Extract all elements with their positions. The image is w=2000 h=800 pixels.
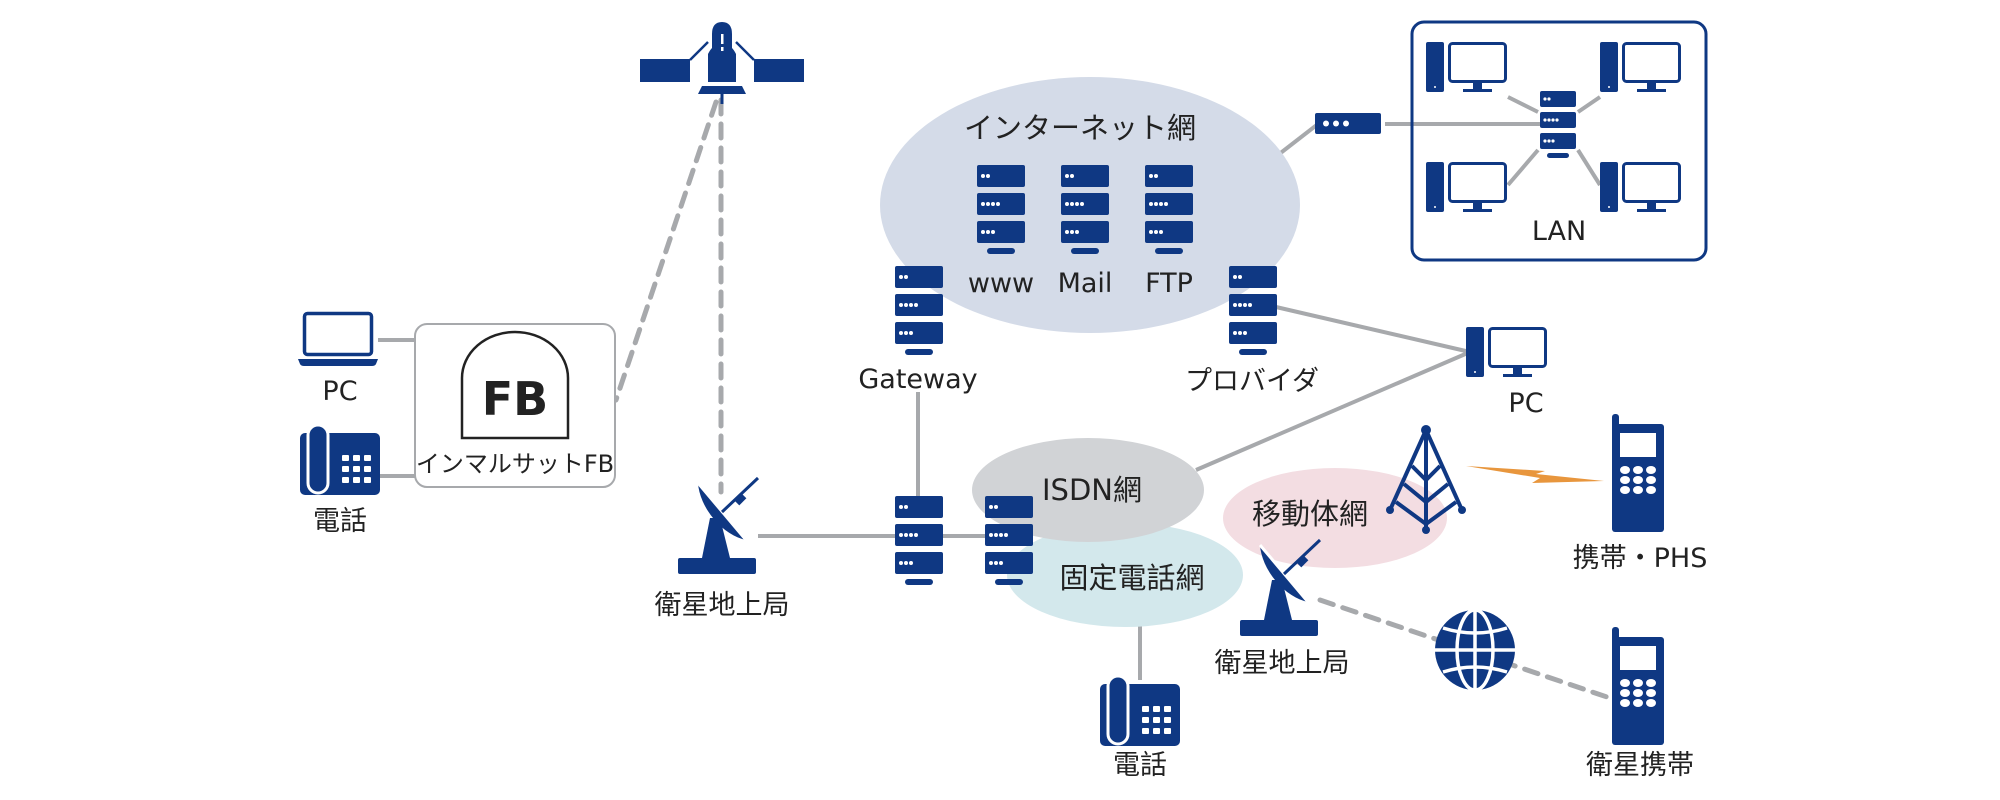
dashed-sat-fb	[613, 99, 719, 403]
radio-tower-icon	[1386, 425, 1466, 534]
line-provider-pc	[1275, 305, 1471, 354]
provider-label: プロバイダ	[1185, 366, 1319, 397]
ground-station-right-label: 衛星地上局	[1214, 648, 1350, 679]
fb-terminal-icon	[460, 330, 570, 440]
mobile-phs-label: 携帯・PHS	[1572, 543, 1708, 574]
mobile-network-cloud	[1223, 468, 1447, 568]
lan-desktop-icon-1	[1424, 40, 1507, 94]
pc-right-label: PC	[1508, 388, 1544, 419]
desktop-pc-icon	[1464, 325, 1547, 379]
line-lan-3	[1506, 148, 1540, 187]
internet-network-label: インターネット網	[963, 111, 1197, 145]
mail-label: Mail	[1057, 268, 1113, 299]
inmarsat-fb-label: インマルサットFB	[415, 450, 615, 478]
fixed-phone-network-label: 固定電話網	[1059, 561, 1205, 595]
gateway-server-icon	[895, 266, 943, 355]
pc-laptop-label: PC	[322, 376, 358, 407]
gateway-label: Gateway	[858, 364, 978, 395]
ground-station-left-label: 衛星地上局	[654, 590, 790, 621]
mobile-network-label: 移動体網	[1251, 497, 1369, 531]
desk-phone-icon	[298, 423, 382, 497]
www-server-icon	[977, 165, 1025, 254]
line-internet-router	[1276, 122, 1320, 157]
laptop-icon	[298, 311, 378, 366]
www-label: www	[967, 268, 1035, 299]
satellite-phone-icon	[1612, 627, 1664, 745]
lan-desktop-icon-2	[1598, 40, 1681, 94]
satellite-icon	[640, 22, 804, 104]
fixed-phone-network-cloud	[1007, 523, 1243, 627]
fb-badge: FB	[481, 372, 549, 426]
ftp-label: FTP	[1145, 268, 1193, 299]
satellite-phone-label: 衛星携帯	[1586, 750, 1694, 781]
lan-box	[1410, 20, 1708, 262]
ftp-server-icon	[1145, 165, 1193, 254]
exchange-server-icon-1	[895, 496, 943, 585]
router-icon	[1315, 113, 1381, 134]
line-isdn-pc	[1195, 350, 1471, 472]
line-lan-4	[1576, 148, 1602, 187]
provider-server-icon	[1229, 266, 1277, 355]
lan-label: LAN	[1531, 216, 1587, 247]
satellite-dish-icon-left	[676, 476, 760, 576]
lightning-bolt-icon	[1466, 466, 1604, 483]
phone-left-label: 電話	[313, 506, 367, 537]
exchange-server-icon-2	[985, 496, 1033, 585]
line-lan-1	[1507, 95, 1539, 114]
phone-bottom-label: 電話	[1113, 750, 1167, 781]
connection-lines	[378, 95, 1602, 680]
lan-desktop-icon-3	[1424, 160, 1507, 214]
globe-icon	[1435, 608, 1515, 692]
mail-server-icon	[1061, 165, 1109, 254]
lan-server-icon	[1540, 91, 1576, 158]
line-lan-2	[1576, 95, 1602, 114]
lan-desktop-icon-4	[1598, 160, 1681, 214]
mobile-phone-icon	[1612, 414, 1664, 532]
desk-phone-icon-bottom	[1098, 674, 1182, 748]
isdn-network-label: ISDN網	[1042, 473, 1142, 507]
